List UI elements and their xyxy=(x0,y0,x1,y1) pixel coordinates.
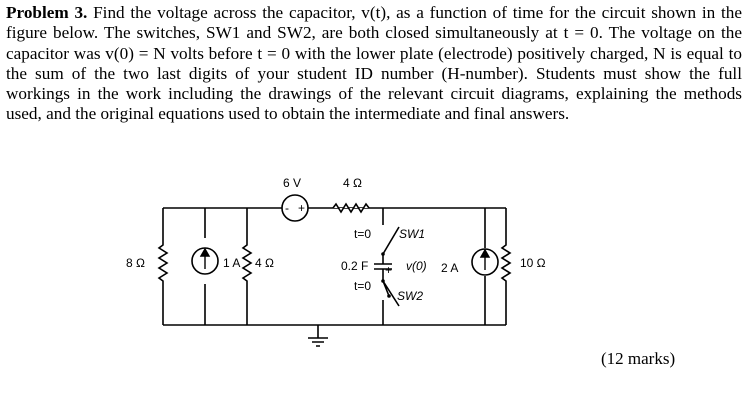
label-sw1: SW1 xyxy=(399,227,425,241)
resistor-4ohm-horizontal xyxy=(332,202,370,214)
switch-sw2 xyxy=(382,280,400,307)
label-10ohm: 10 Ω xyxy=(520,256,546,270)
voltage-source-6v xyxy=(281,194,309,222)
label-4ohm-vertical: 4 Ω xyxy=(255,256,274,270)
resistor-4ohm-vertical xyxy=(241,208,253,325)
label-vs-plus: + xyxy=(298,201,305,215)
label-6v: 6 V xyxy=(283,176,301,190)
label-cap-voltage: v(0) xyxy=(406,259,427,273)
label-cap-plus: + xyxy=(385,263,392,277)
problem-text: Find the voltage across the capacitor, v… xyxy=(6,3,742,124)
label-sw1-time: t=0 xyxy=(354,227,371,241)
label-4ohm-horizontal: 4 Ω xyxy=(343,176,362,190)
label-sw2: SW2 xyxy=(397,289,423,303)
resistor-8ohm xyxy=(157,208,169,325)
switch-sw1 xyxy=(382,226,400,255)
resistor-10ohm xyxy=(500,208,512,325)
marks-label: (12 marks) xyxy=(601,349,676,368)
problem-heading: Problem 3. xyxy=(6,3,88,22)
problem-statement: Problem 3. Find the voltage across the c… xyxy=(6,3,742,125)
label-vs-minus: - xyxy=(285,201,289,215)
ground-symbol xyxy=(308,325,328,347)
label-1a: 1 A xyxy=(223,256,240,270)
label-sw2-time: t=0 xyxy=(354,279,371,293)
label-8ohm: 8 Ω xyxy=(126,256,145,270)
label-capacitance: 0.2 F xyxy=(341,259,368,273)
label-2a: 2 A xyxy=(441,261,458,275)
